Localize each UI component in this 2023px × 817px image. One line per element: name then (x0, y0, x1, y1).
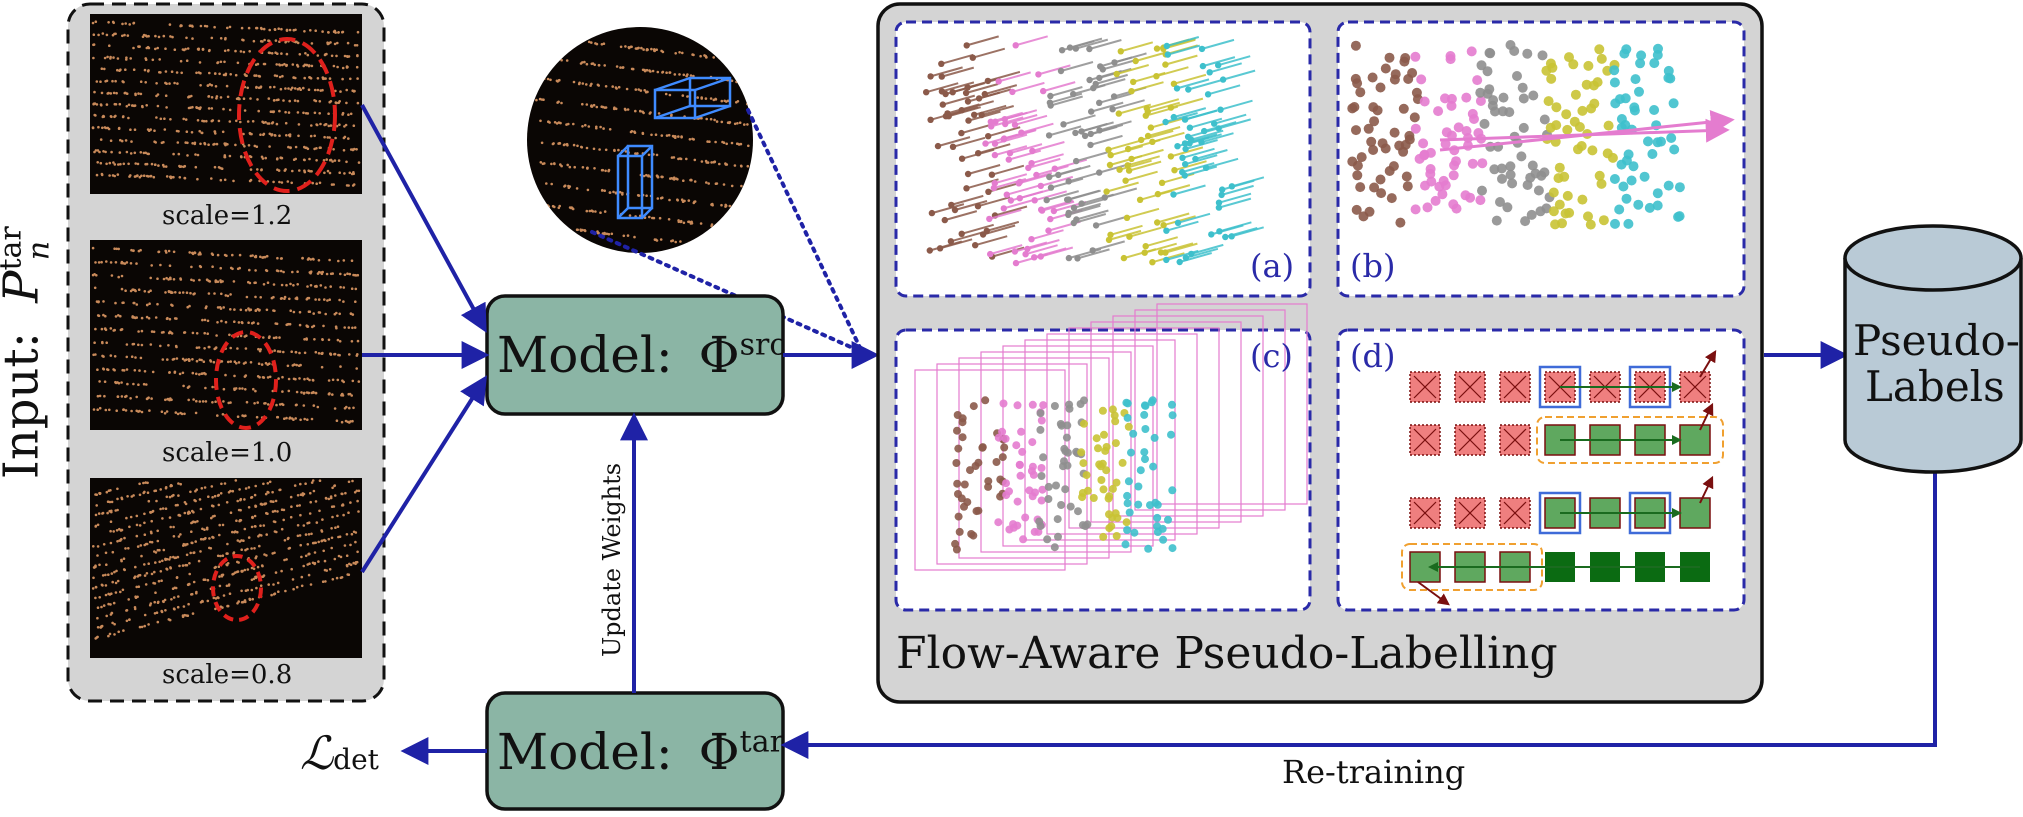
model-src-symbol: Φ (698, 326, 740, 384)
arrow-input1-to-model (360, 104, 487, 333)
flow-panel-title: Flow-Aware Pseudo-Labelling (896, 628, 1558, 679)
scale-label-3: scale=0.8 (162, 660, 293, 690)
lidar-image-scale-1-0 (90, 240, 362, 430)
subpanel-a (894, 20, 1312, 298)
retraining-label: Re-training (1282, 753, 1466, 791)
zoom-connector-top (746, 108, 864, 354)
pseudo-labels-cylinder (1843, 224, 2023, 474)
flow-panel (876, 2, 1764, 704)
scale-label-1: scale=1.2 (162, 201, 293, 231)
subpanel-c-label: (c) (1250, 337, 1293, 375)
clustered-points (1347, 40, 1735, 230)
lidar-image-scale-0-8 (90, 478, 362, 658)
update-weights-label: Update Weights (598, 462, 626, 658)
object-highlight-ellipse-1 (237, 37, 337, 193)
pseudo-labels-line2: Labels (1865, 362, 2005, 412)
lidar-points-2 (91, 246, 361, 424)
lidar-points-3 (91, 479, 361, 640)
scene-flow-arrows (923, 35, 1265, 267)
model-tar-symbol: Φ (698, 723, 740, 781)
object-highlight-ellipse-3 (211, 554, 263, 622)
arrows (360, 104, 1937, 765)
subpanel-a-label: (a) (1250, 247, 1295, 285)
loss-sub: det (333, 743, 379, 776)
model-tar-label: Model: Φtar (497, 727, 784, 777)
scale-label-2: scale=1.0 (162, 438, 293, 468)
pseudo-labels-text: Pseudo- Labels (1853, 316, 2020, 412)
tracked-boxes (914, 303, 1308, 571)
bbox-3d-car (653, 76, 732, 120)
input-panel (66, 2, 386, 703)
zoom-inset (527, 27, 864, 354)
arrow-retraining (780, 472, 1937, 759)
subpanel-b (1336, 20, 1746, 298)
input-label-sub: n (21, 240, 57, 261)
model-tar-sup: tar (739, 724, 784, 760)
model-tar-prefix: Model: (497, 723, 673, 781)
input-label: Input: Ptarn (0, 226, 57, 480)
subpanel-b-label: (b) (1350, 247, 1396, 285)
input-label-symbol: P (0, 271, 50, 303)
input-label-prefix: Input: (0, 332, 50, 480)
model-src-label: Model: Φsrc (497, 330, 786, 380)
zoom-connector-bottom (590, 230, 864, 354)
model-src-sup: src (739, 327, 787, 363)
object-highlight-ellipse-2 (214, 330, 278, 430)
model-src-prefix: Model: (497, 326, 673, 384)
subpanel-d-label: (d) (1350, 337, 1396, 375)
track-boxes-diagram (1401, 349, 1724, 606)
pseudo-labels-line1: Pseudo- (1853, 316, 2020, 365)
arrow-input3-to-model (360, 375, 488, 574)
bbox-3d-pedestrian (616, 144, 654, 220)
loss-symbol: ℒ (300, 726, 334, 780)
loss-label: ℒdet (300, 730, 379, 776)
